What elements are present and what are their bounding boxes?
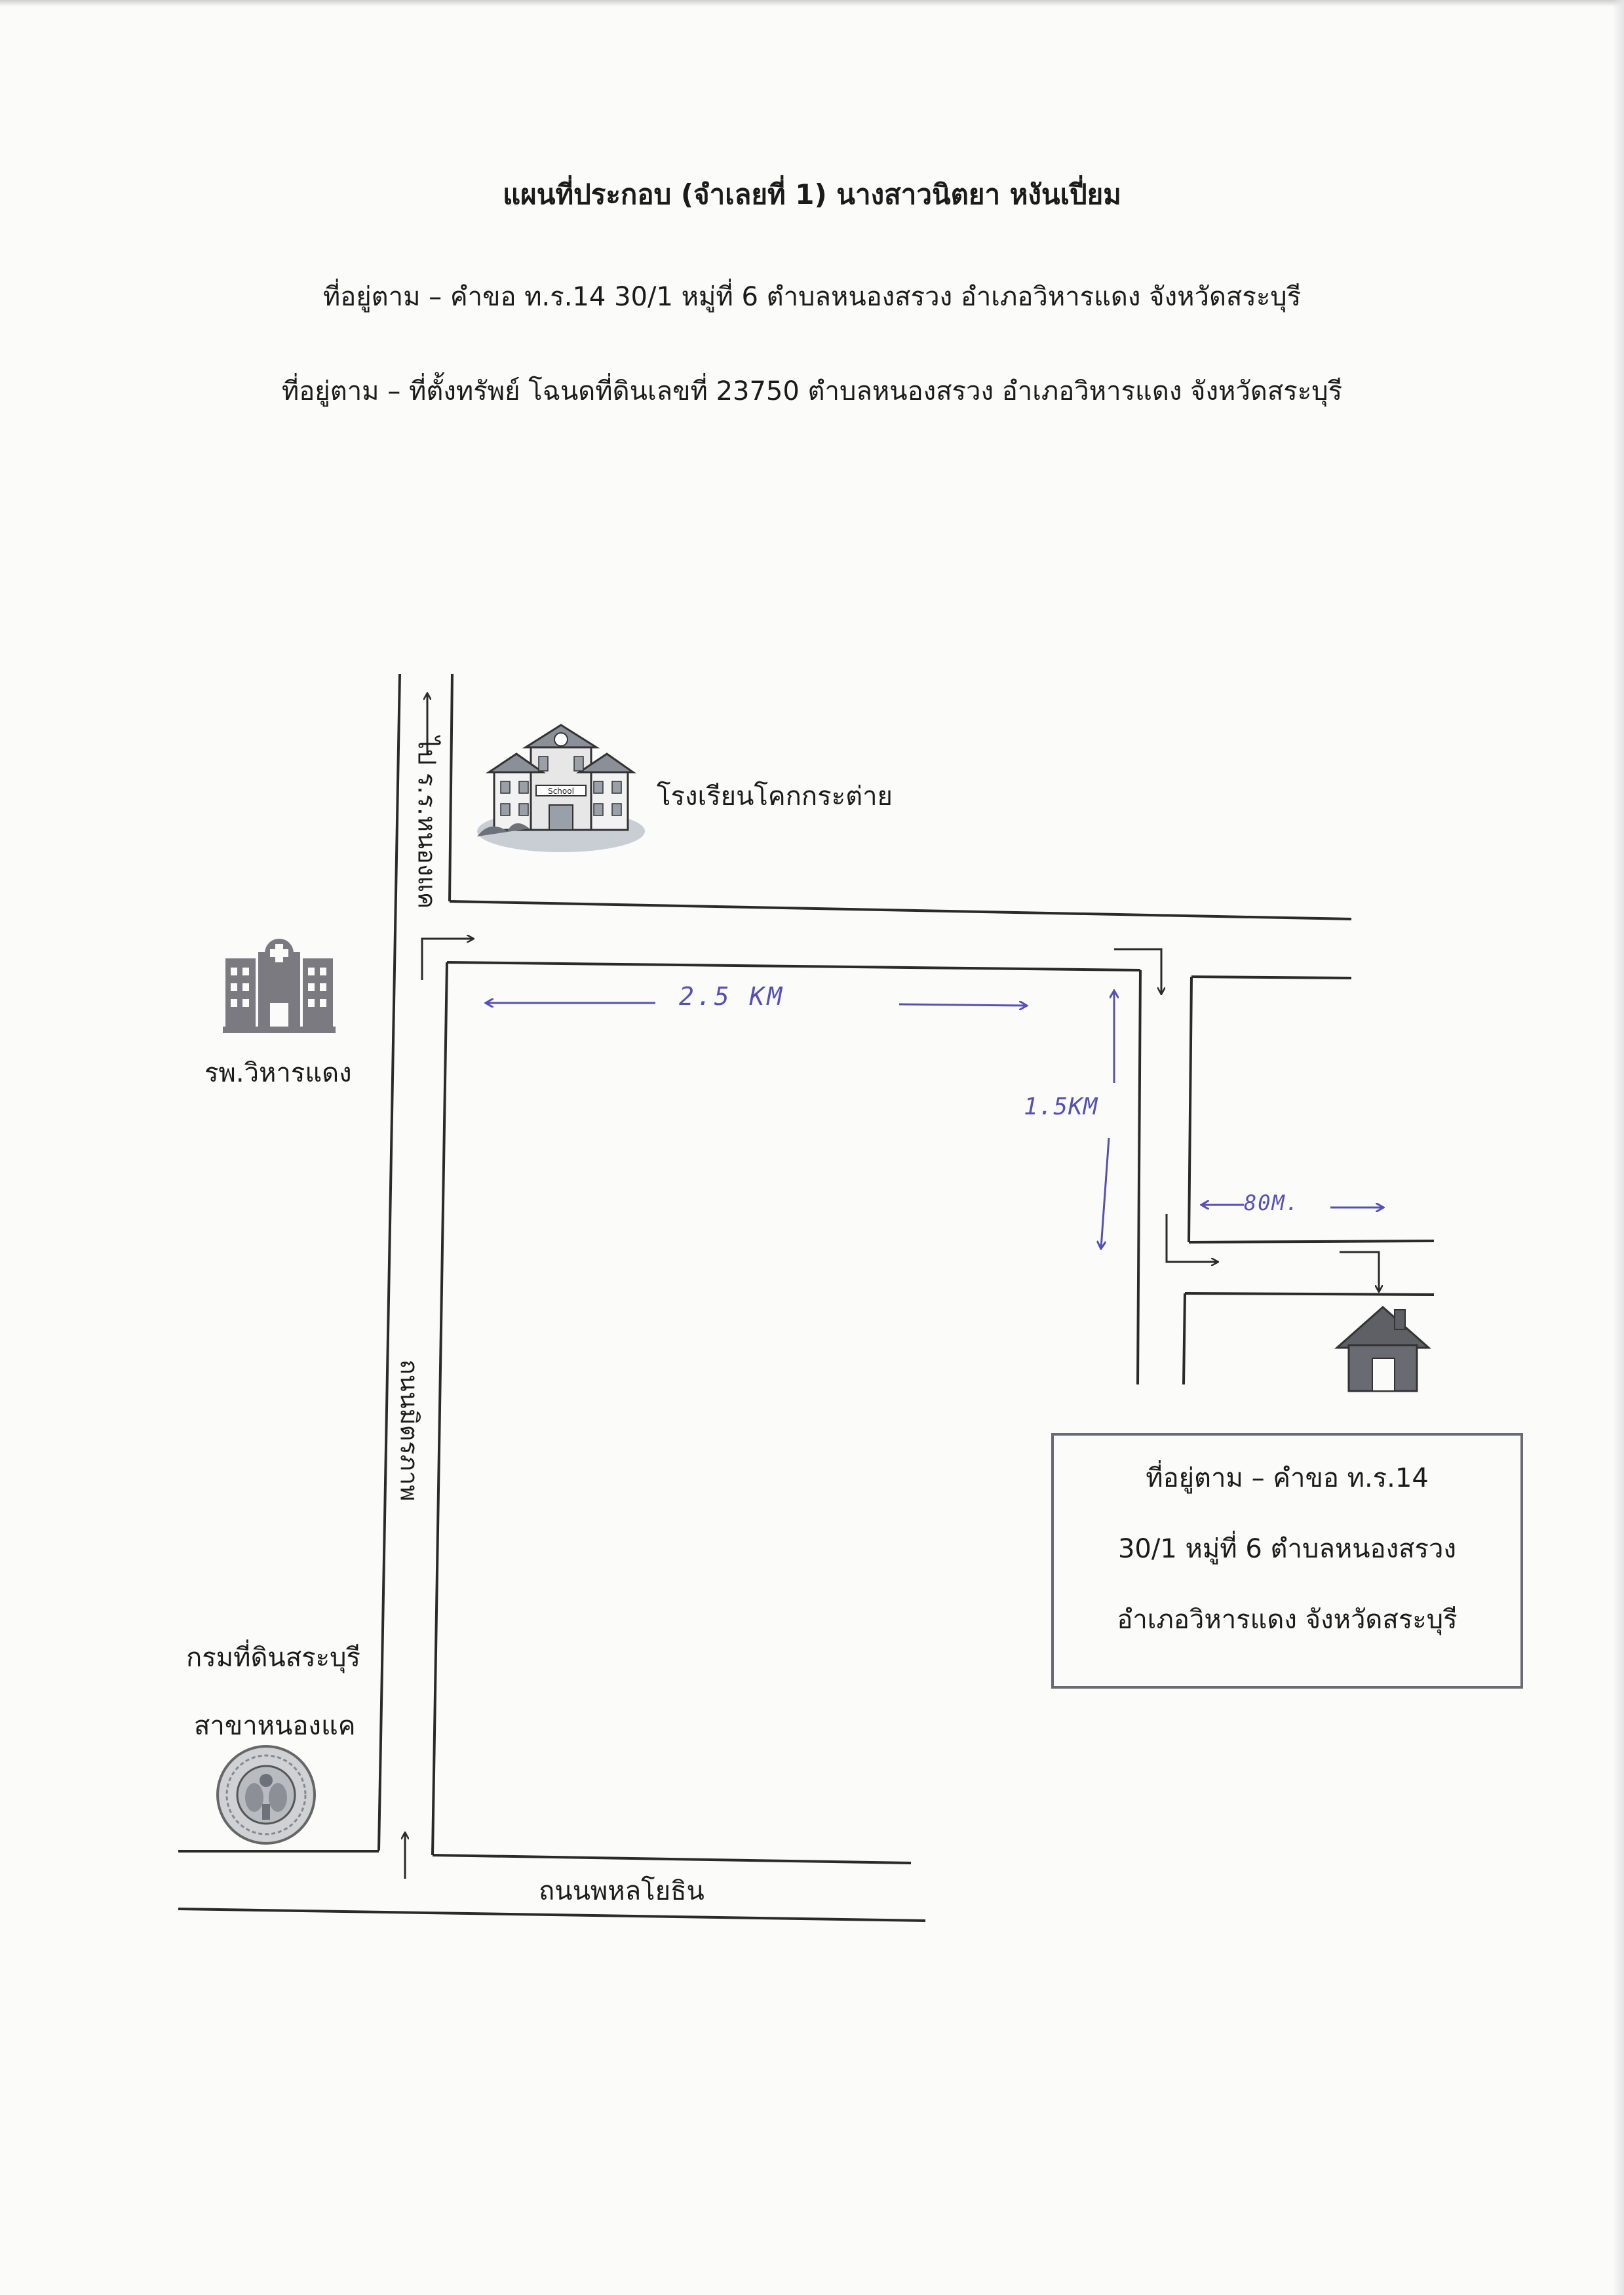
arrow-to-house (1340, 1251, 1379, 1291)
house-icon (1334, 1305, 1431, 1392)
address-box-line-1: ที่อยู่ตาม – คำขอ ท.ร.14 (1146, 1463, 1429, 1493)
land-office-label-2: สาขาหนองแค (194, 1711, 356, 1741)
road-bottom-label: ถนนพหลโยธิน (539, 1876, 705, 1906)
hospital-label: รพ.วิหารแดง (204, 1058, 352, 1088)
road-upper-label: ไป ร.ร.หนองแค (412, 736, 442, 909)
seal-icon (216, 1745, 316, 1845)
address-box: ที่อยู่ตาม – คำขอ ท.ร.14 30/1 หมู่ที่ 6 … (1051, 1433, 1523, 1689)
scan-edge-shadow (0, 0, 1624, 7)
address-request-line: ที่อยู่ตาม – คำขอ ท.ร.14 30/1 หมู่ที่ 6 … (322, 282, 1302, 312)
direction-arrows (405, 694, 1379, 1879)
land-office-label-1: กรมที่ดินสระบุรี (186, 1643, 361, 1673)
document-title: แผนที่ประกอบ (จำเลยที่ 1) นางสาวนิตยา หง… (503, 178, 1121, 210)
address-box-line-2: 30/1 หมู่ที่ 6 ตำบลหนองสรวง (1117, 1534, 1456, 1564)
hospital-icon (223, 939, 336, 1033)
distance-horizontal-label: 2.5 KM (679, 982, 785, 1011)
distance-arrow-right (899, 1004, 1026, 1006)
upper-horizontal-road (446, 900, 1435, 1385)
arrow-turn-south (1114, 948, 1161, 994)
address-box-line-3: อำเภอวิหารแดง จังหวัดสระบุรี (1117, 1605, 1458, 1635)
school-sign: School (548, 787, 574, 796)
arrow-soi-east (1165, 1214, 1218, 1262)
bottom-roads (178, 1850, 926, 1922)
school-icon: School (477, 724, 645, 852)
arrow-turn-east (421, 939, 473, 980)
main-vertical-road (377, 673, 454, 1856)
distance-markers (486, 991, 1383, 1248)
road-lower-label: ถนนมิตรภาพ (395, 1359, 424, 1502)
school-label: โรงเรียนโคกกระต่าย (657, 781, 893, 812)
address-property-line: ที่อยู่ตาม – ที่ตั้งทรัพย์ โฉนดที่ดินเลข… (281, 376, 1343, 406)
scan-edge-shadow-right (1612, 0, 1624, 2295)
distance-short-label: 80M. (1244, 1190, 1300, 1215)
distance-vertical-label: 1.5KM (1024, 1093, 1098, 1120)
distance-arrow-down (1101, 1137, 1110, 1248)
